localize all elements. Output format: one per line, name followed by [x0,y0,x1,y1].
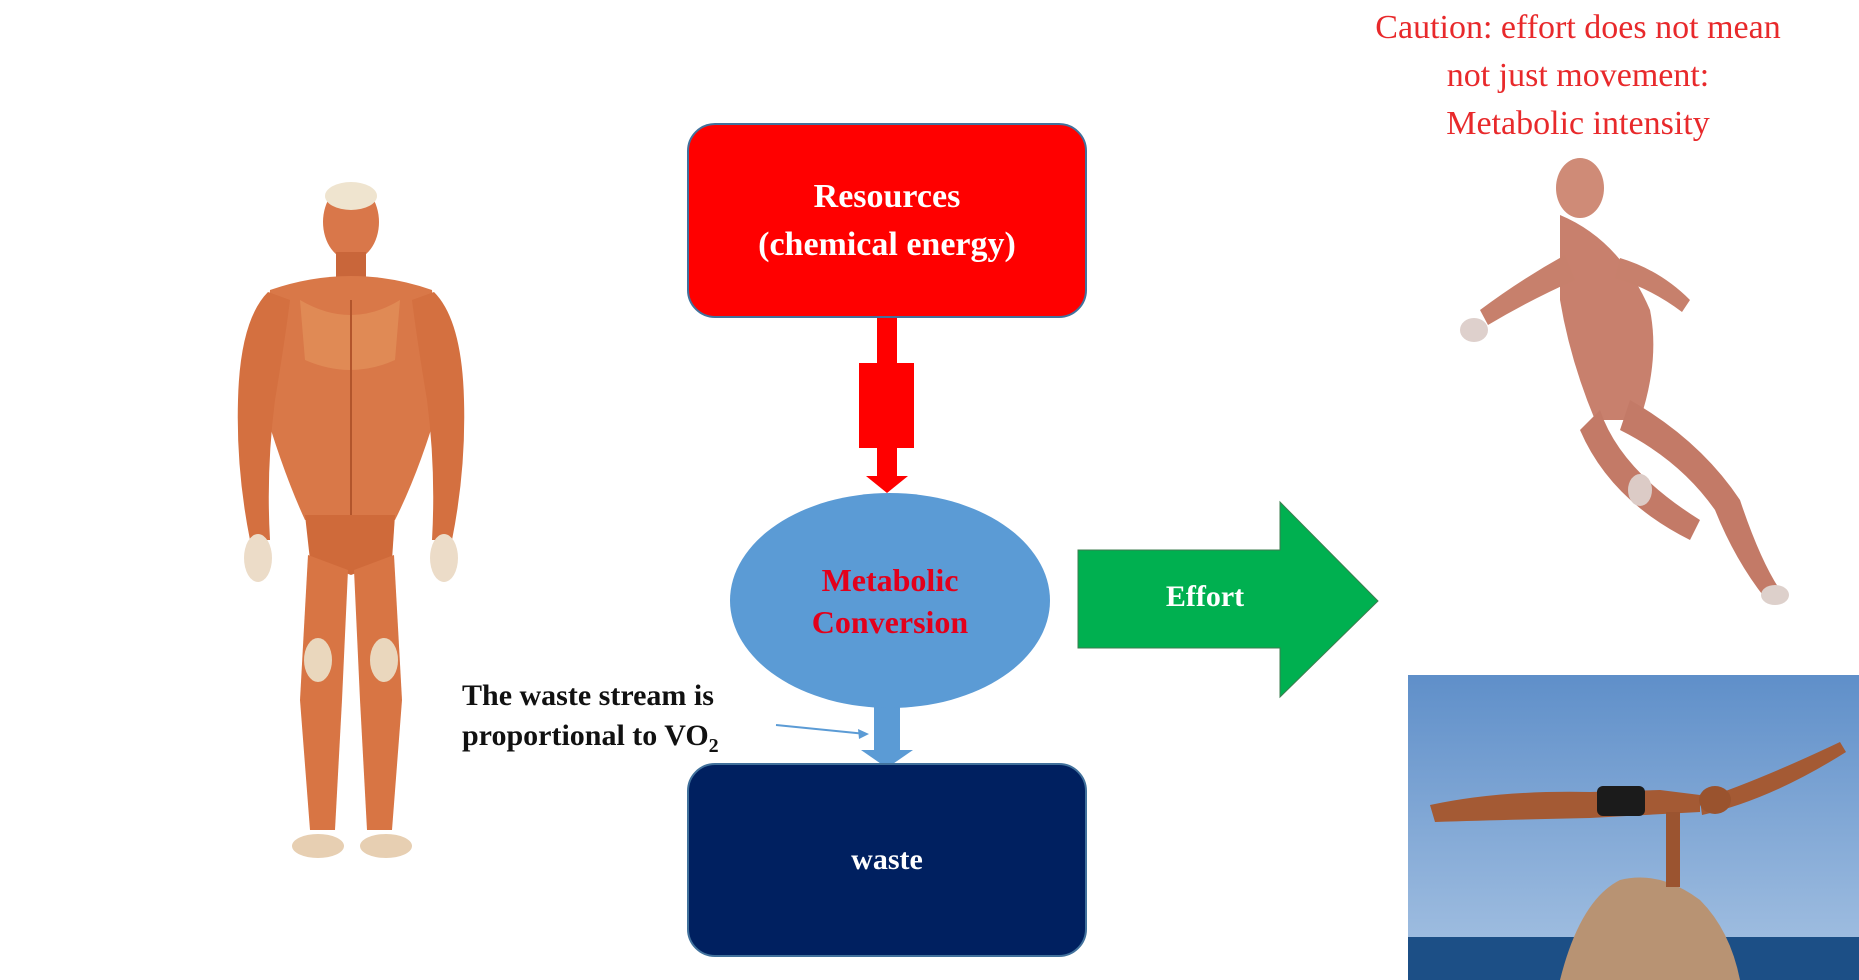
waste-note-line2-text: proportional to VO [462,719,709,752]
resources-arrow [859,318,914,493]
standing-muscle-figure-image [237,182,465,858]
effort-label: Effort [1165,580,1245,613]
resources-box: Resources (chemical energy) [687,123,1087,318]
effort-arrow [1077,500,1379,699]
waste-box: waste [687,763,1087,957]
running-muscle-figure-image [1460,158,1789,605]
waste-note-line1: The waste stream is [462,679,714,712]
caution-text: Caution: effort does not mean not just m… [1375,9,1781,142]
balancing-man-photo [1408,675,1859,980]
waste-flow-arrow [861,705,913,768]
metabolic-conversion-ellipse: Metabolic Conversion [730,493,1050,708]
waste-note-pointer [775,724,869,739]
waste-note-line2: proportional to VO2 [462,716,792,766]
waste-stream-note: The waste stream is proportional to VO2 [462,676,792,766]
vo2-subscript: 2 [708,735,719,757]
